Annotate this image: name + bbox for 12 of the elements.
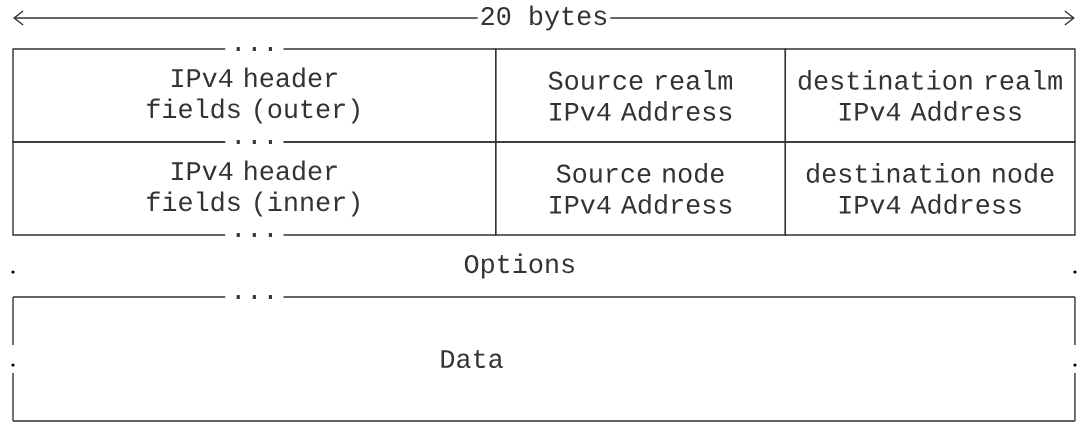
header-cell: destination node IPv4 Address	[784, 141, 1076, 236]
node-label: Data	[441, 349, 503, 369]
ellipsis: ...	[225, 139, 284, 145]
header-cell: Source realm IPv4 Address	[495, 48, 787, 143]
ellipsis: ...	[225, 46, 284, 52]
options-row: Options	[11, 253, 1077, 279]
node-label: Options	[464, 253, 574, 279]
dimension-line: 20 bytes	[13, 3, 1075, 33]
ellipsis: ...	[225, 294, 284, 300]
header-cell: destination realm IPv4 Address	[784, 48, 1076, 143]
ellipsis: ...	[225, 232, 284, 238]
header-cell: Source node IPv4 Address	[495, 141, 787, 236]
